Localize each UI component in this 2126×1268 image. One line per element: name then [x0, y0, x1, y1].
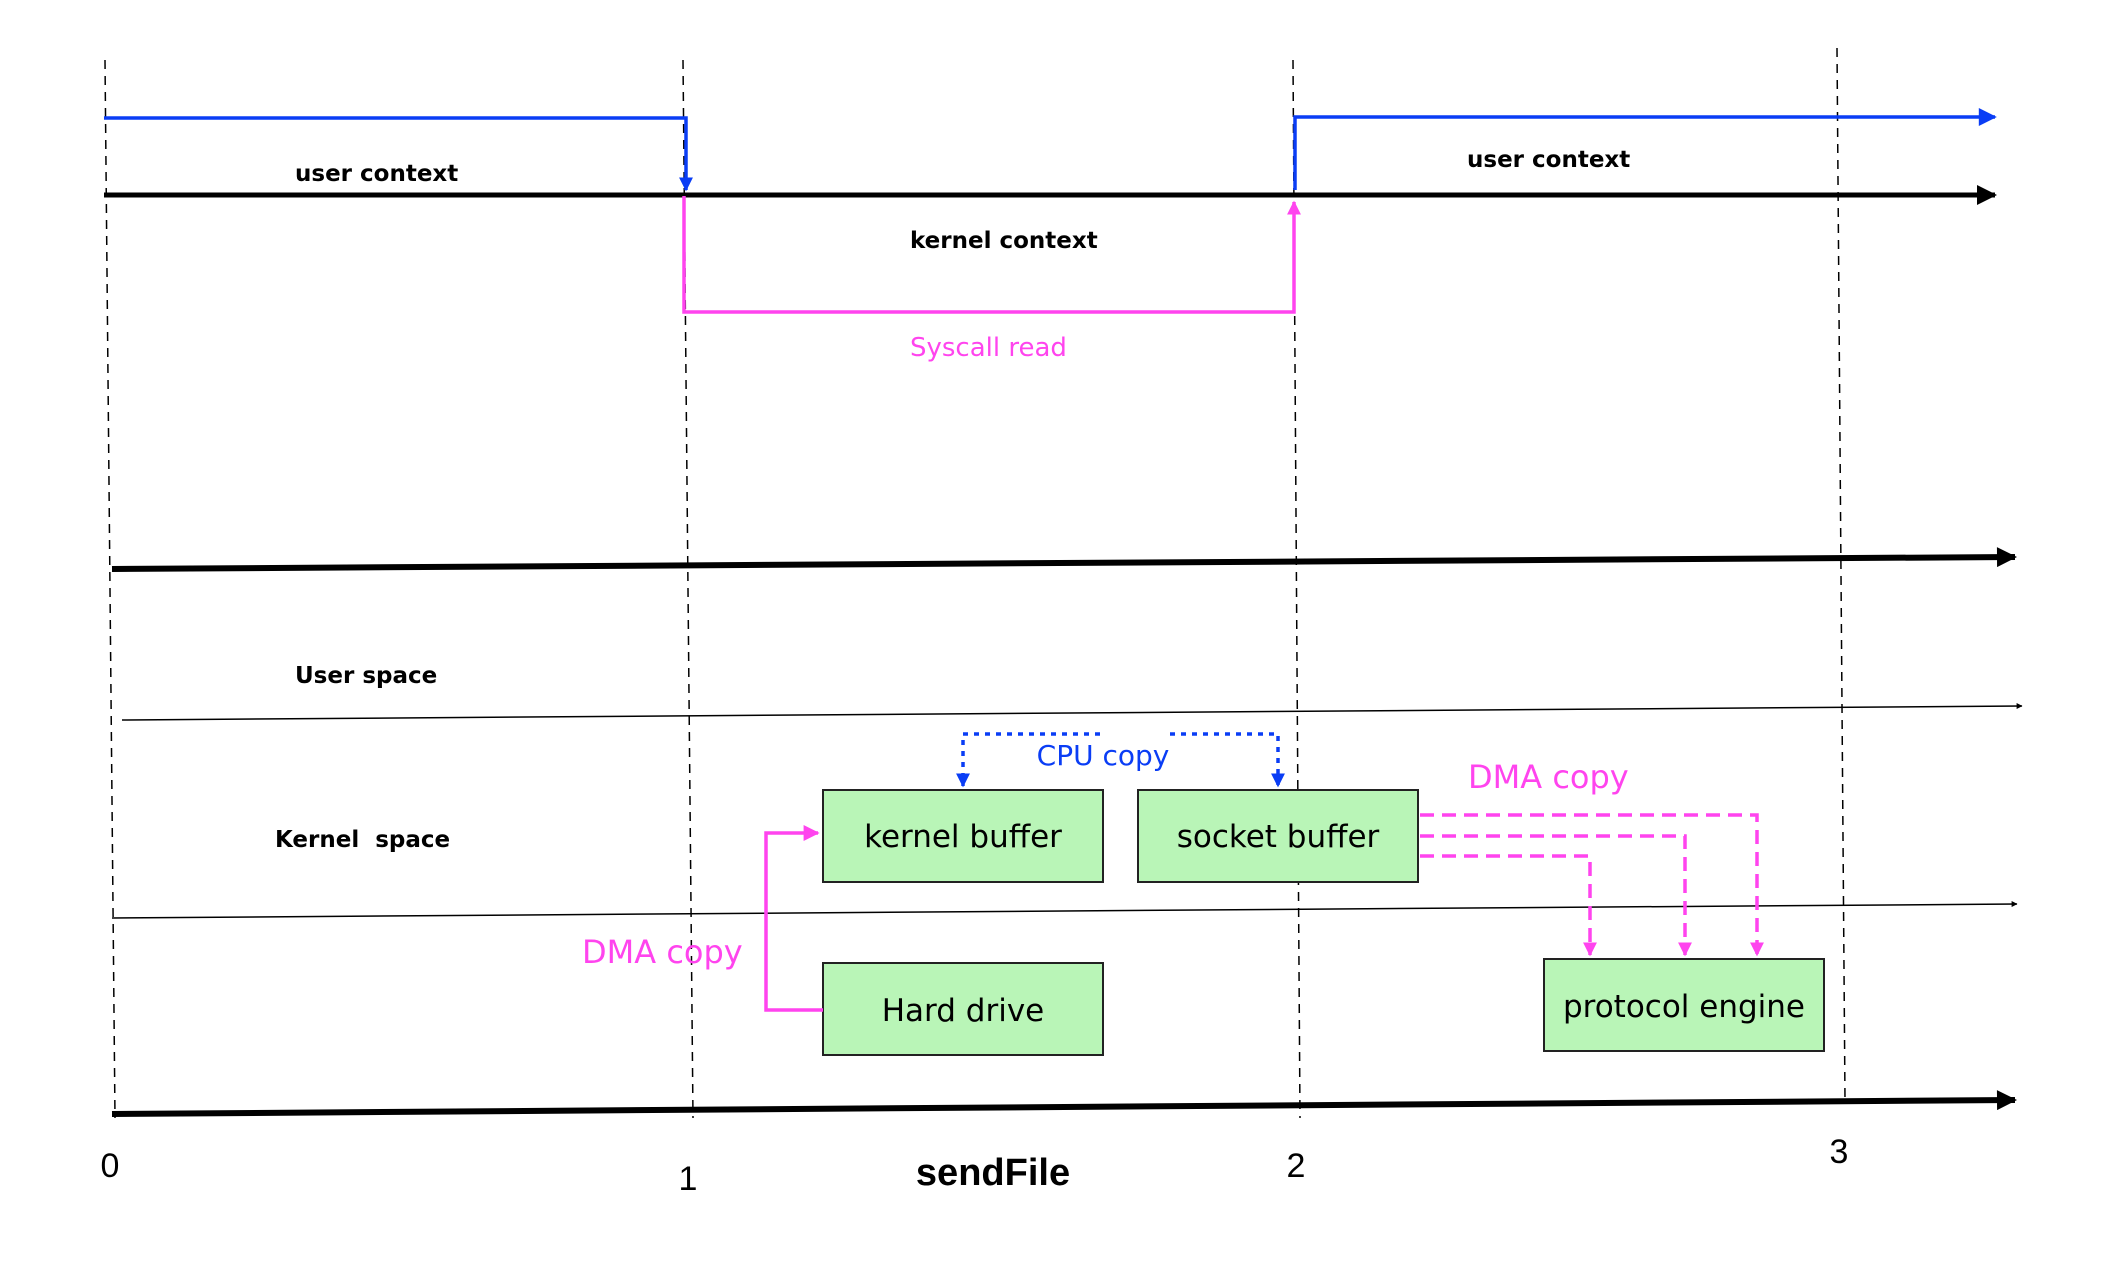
tick-2: 2: [1287, 1147, 1306, 1185]
kernel-buffer-label: kernel buffer: [864, 819, 1062, 855]
kernel-context-label: kernel context: [910, 228, 1098, 254]
diagram-title: sendFile: [916, 1152, 1070, 1194]
kernel-hw-divider: [111, 901, 2018, 919]
dma-copy-line-3: [1420, 813, 1764, 957]
protocol-engine-label: protocol engine: [1563, 989, 1805, 1025]
kernel-space-label: Kernel space: [275, 827, 450, 853]
syscall-read-label: Syscall read: [910, 333, 1067, 363]
dma-copy-line-2: [1420, 834, 1692, 957]
space-top-axis: [111, 547, 2017, 572]
tick-0: 0: [101, 1147, 120, 1185]
cpu-copy-label: CPU copy: [1037, 739, 1170, 772]
tick-3: 3: [1830, 1133, 1849, 1171]
dma-copy-line-1: [1420, 854, 1597, 957]
socket-buffer-box: socket buffer: [1137, 789, 1419, 883]
dma-copy-left-label: DMA copy: [582, 933, 743, 971]
user-space-label: User space: [295, 663, 437, 689]
user-flow-left: [104, 116, 693, 192]
protocol-engine-box: protocol engine: [1543, 958, 1825, 1052]
tick-1: 1: [679, 1160, 698, 1198]
time-markers: [104, 47, 1846, 1119]
user-context-left-label: user context: [295, 161, 458, 187]
bottom-time-axis: [111, 1090, 2017, 1117]
hard-drive-label: Hard drive: [882, 993, 1045, 1029]
marker-0: [104, 59, 116, 1119]
user-flow-right: [1293, 108, 1997, 190]
syscall-flow: [682, 196, 1301, 314]
hard-drive-box: Hard drive: [822, 962, 1104, 1056]
marker-3: [1836, 47, 1846, 1101]
dma-copy-disk-arrow: [764, 825, 823, 1012]
cpu-copy-arrow-to-socket: [1170, 732, 1285, 788]
socket-buffer-label: socket buffer: [1177, 819, 1380, 855]
kernel-buffer-box: kernel buffer: [822, 789, 1104, 883]
user-context-right-label: user context: [1467, 147, 1630, 173]
user-kernel-divider: [121, 703, 2023, 721]
cpu-copy-arrow-to-kernel: [956, 732, 1100, 788]
dma-copy-top-label: DMA copy: [1468, 758, 1629, 796]
